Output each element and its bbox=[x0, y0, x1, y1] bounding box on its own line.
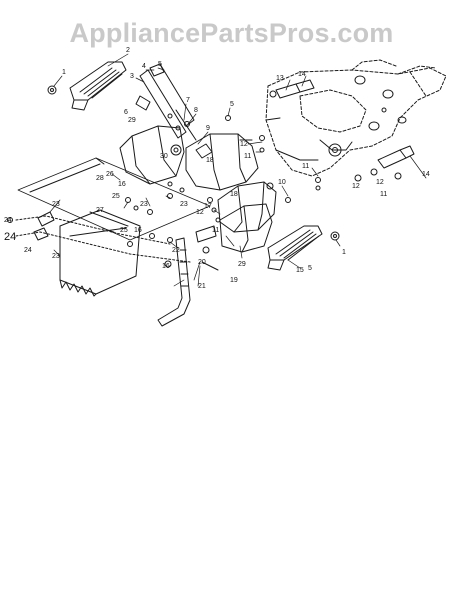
callout-11: 11 bbox=[380, 191, 387, 198]
callout-23: 23 bbox=[52, 201, 60, 208]
callout-6: 6 bbox=[124, 109, 128, 116]
callout-28: 28 bbox=[96, 175, 104, 182]
callout-12: 12 bbox=[376, 179, 384, 186]
tine-shield-left bbox=[119, 125, 185, 185]
callout-25: 25 bbox=[120, 227, 128, 234]
tine-guard-lower-right bbox=[219, 203, 273, 253]
callout-5: 5 bbox=[308, 265, 312, 272]
callout-7: 7 bbox=[186, 97, 190, 104]
callout-11: 11 bbox=[244, 153, 251, 160]
callout-24: 24 bbox=[24, 247, 32, 254]
left-side-shield bbox=[47, 61, 127, 111]
callout-9: 9 bbox=[206, 125, 210, 132]
callout-22: 22 bbox=[172, 247, 180, 254]
callout-labels: 1 1 2 3 4 5 5 5 6 7 8 9 10 11 11 11 11 1… bbox=[4, 47, 430, 290]
callout-29: 29 bbox=[238, 261, 246, 268]
callout-23: 23 bbox=[180, 201, 188, 208]
drag-flap bbox=[59, 209, 141, 297]
callout-8: 8 bbox=[194, 107, 198, 114]
callout-14: 14 bbox=[422, 171, 430, 178]
bolts-and-nuts bbox=[125, 115, 321, 247]
tine-shield-right bbox=[217, 181, 277, 233]
callout-4: 4 bbox=[142, 63, 146, 70]
callout-24: 24 bbox=[4, 217, 12, 224]
callout-19: 19 bbox=[230, 277, 238, 284]
callout-12: 12 bbox=[352, 183, 360, 190]
callout-23: 23 bbox=[52, 253, 60, 260]
callout-16: 16 bbox=[162, 263, 170, 270]
pin-assembly-upper bbox=[269, 79, 315, 99]
flap-panel bbox=[17, 157, 211, 241]
hinge-rod bbox=[7, 211, 191, 263]
callout-11: 11 bbox=[302, 163, 309, 170]
callout-17: 17 bbox=[204, 203, 212, 210]
callout-25: 25 bbox=[112, 193, 120, 200]
depth-bar-clip bbox=[164, 225, 219, 271]
callout-10: 10 bbox=[278, 179, 286, 186]
callout-23: 23 bbox=[140, 201, 148, 208]
callout-12: 12 bbox=[196, 209, 204, 216]
depth-stake bbox=[157, 237, 191, 327]
callout-12: 12 bbox=[240, 141, 248, 148]
callout-5: 5 bbox=[158, 61, 162, 68]
callout-21: 21 bbox=[198, 283, 206, 290]
callout-5: 5 bbox=[230, 101, 234, 108]
transmission-housing bbox=[265, 59, 447, 177]
callout-16: 16 bbox=[118, 181, 126, 188]
callout-24: 24 bbox=[4, 231, 16, 243]
callout-11: 11 bbox=[212, 227, 219, 234]
right-side-shield bbox=[267, 225, 340, 271]
callout-14: 14 bbox=[298, 71, 306, 78]
callout-18: 18 bbox=[230, 191, 238, 198]
leader-lines bbox=[49, 53, 427, 287]
callout-26: 26 bbox=[106, 171, 114, 178]
callout-16: 16 bbox=[134, 227, 142, 234]
callout-15: 15 bbox=[296, 267, 304, 274]
pin-assembly-lower bbox=[354, 145, 415, 182]
callout-30: 30 bbox=[160, 153, 168, 160]
callout-18: 18 bbox=[206, 157, 214, 164]
callout-29: 29 bbox=[128, 117, 136, 124]
callout-3: 3 bbox=[130, 73, 134, 80]
callout-27: 27 bbox=[96, 207, 104, 214]
callout-1: 1 bbox=[342, 249, 346, 256]
tine-shield-center bbox=[185, 133, 259, 191]
watermark-text: AppliancePartsPros.com bbox=[69, 18, 394, 48]
callout-13: 13 bbox=[276, 75, 284, 82]
callout-2: 2 bbox=[126, 47, 130, 54]
callout-1: 1 bbox=[62, 69, 66, 76]
callout-20: 20 bbox=[198, 259, 206, 266]
